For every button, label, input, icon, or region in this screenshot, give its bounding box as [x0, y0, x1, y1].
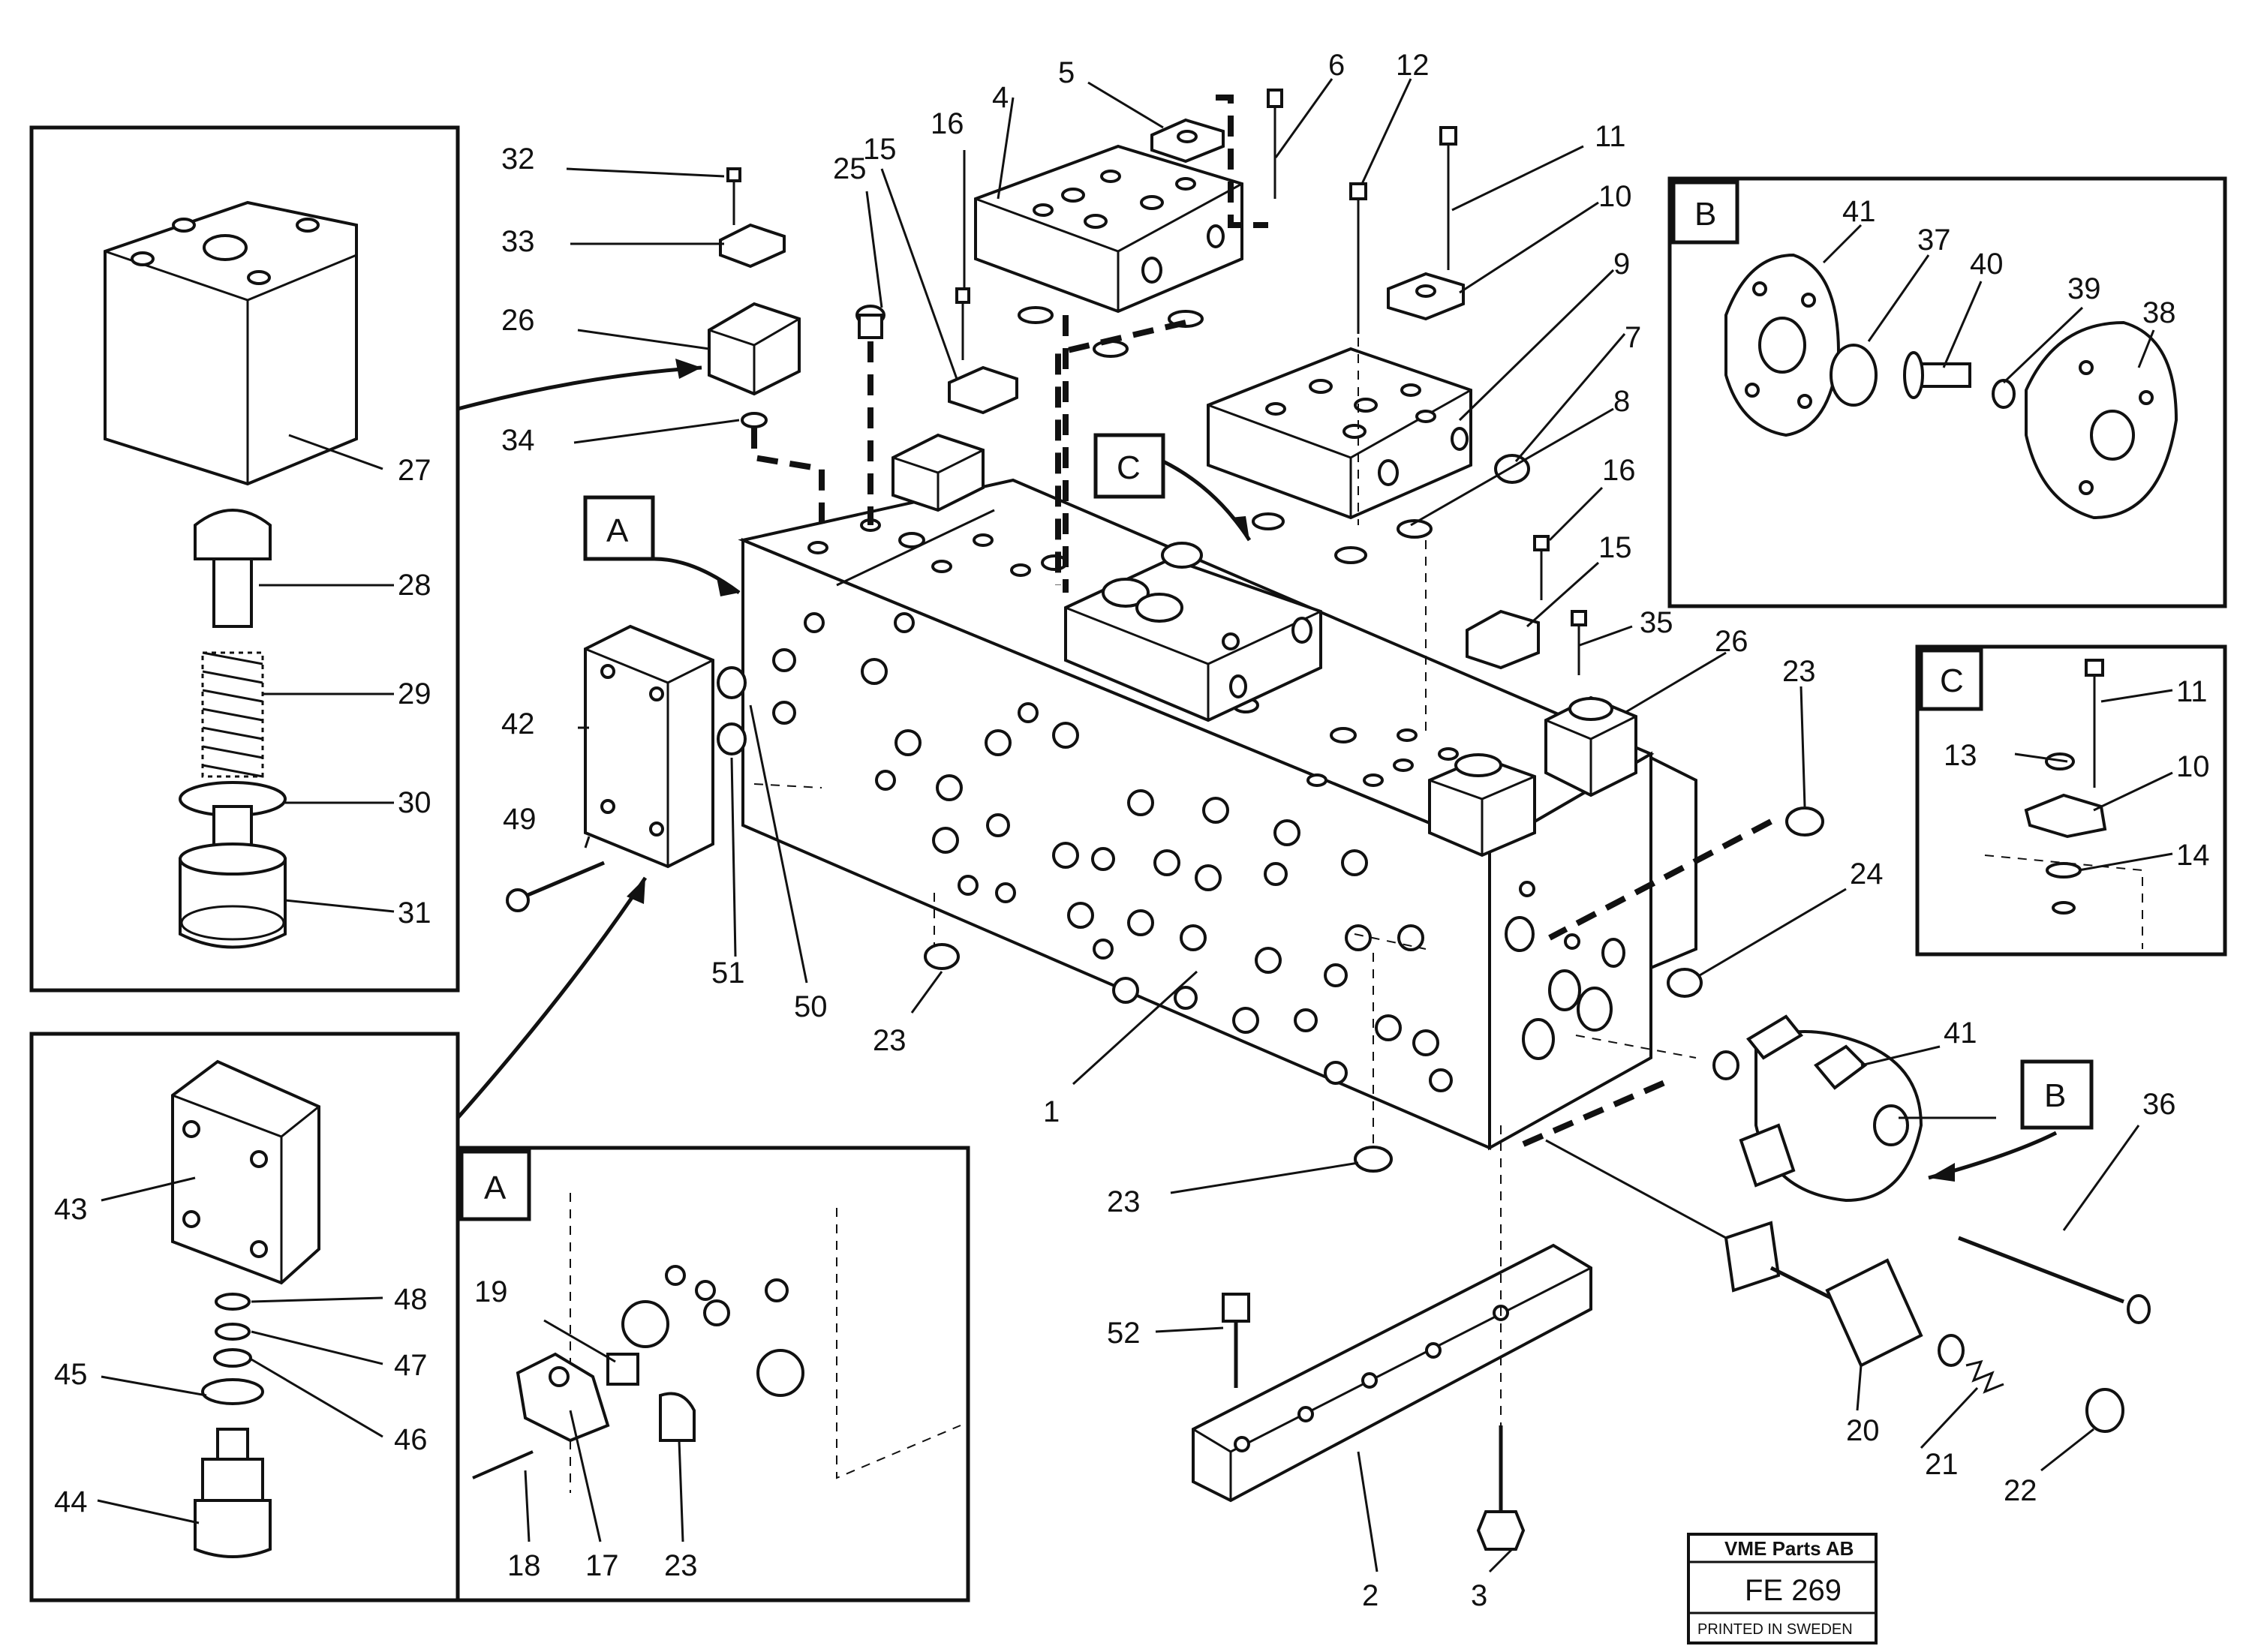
label-42: 42: [501, 707, 535, 740]
label-15-top: 15: [863, 133, 897, 166]
mounted-valves: [891, 433, 1637, 858]
inset-panel-relief-valve: 43 48 47 45 46 44: [29, 1032, 460, 1602]
label-22: 22: [2004, 1474, 2037, 1507]
panel-a-letter: A: [484, 1170, 507, 1206]
label-44: 44: [54, 1485, 88, 1518]
label-10: 10: [1598, 180, 1632, 213]
label-34: 34: [501, 424, 535, 457]
label-32: 32: [501, 143, 535, 176]
title-company: VME Parts AB: [1724, 1537, 1854, 1560]
label-23-right: 23: [1782, 655, 1816, 688]
label-50: 50: [794, 990, 828, 1023]
label-3: 3: [1471, 1579, 1487, 1612]
callout-c-letter: C: [1117, 449, 1141, 486]
label-19: 19: [474, 1275, 508, 1308]
panel-b-letter: B: [1694, 196, 1716, 233]
label-26-right: 26: [1715, 625, 1748, 658]
label-16-top: 16: [931, 107, 964, 140]
label-23-detail-a: 23: [664, 1549, 698, 1582]
label-39: 39: [2067, 272, 2101, 305]
inset-panel-detail-c: C 11 13 10 14: [1915, 644, 2227, 957]
label-43: 43: [54, 1193, 88, 1226]
label-15-right: 15: [1598, 531, 1632, 564]
title-printed: PRINTED IN SWEDEN: [1697, 1621, 1853, 1638]
inset-panel-detail-a: A 19 18 17 23: [456, 1146, 970, 1602]
label-20: 20: [1846, 1414, 1880, 1447]
label-14: 14: [2176, 839, 2210, 872]
label-46: 46: [394, 1423, 428, 1456]
label-27: 27: [398, 454, 431, 487]
label-6: 6: [1328, 49, 1345, 82]
leader-lines: [566, 78, 2140, 1573]
label-13: 13: [1944, 739, 1977, 772]
label-17: 17: [585, 1549, 619, 1582]
label-30: 30: [398, 786, 431, 819]
label-1: 1: [1043, 1095, 1060, 1128]
label-10-detail-c: 10: [2176, 750, 2210, 783]
label-9: 9: [1613, 248, 1630, 281]
label-48: 48: [394, 1283, 428, 1316]
label-26-left: 26: [501, 304, 535, 337]
part-number-labels: 4 5 6 12 11 10 9 7 8 16 15 35 26 23 24 4…: [501, 49, 2176, 1612]
label-5: 5: [1058, 56, 1075, 89]
label-16-right: 16: [1602, 454, 1636, 487]
label-37: 37: [1917, 224, 1951, 257]
label-2: 2: [1362, 1579, 1379, 1612]
label-41-main: 41: [1944, 1017, 1977, 1050]
title-block: VME Parts AB FE 269 PRINTED IN SWEDEN: [1687, 1533, 1878, 1644]
main-manifold-block: [738, 478, 1697, 1151]
label-33: 33: [501, 225, 535, 258]
title-drawing-number: FE 269: [1745, 1574, 1842, 1607]
label-7: 7: [1625, 321, 1641, 354]
label-23-bottom: 23: [1107, 1185, 1141, 1218]
label-8: 8: [1613, 385, 1630, 418]
label-31: 31: [398, 897, 431, 930]
label-23-left: 23: [873, 1024, 907, 1057]
label-51: 51: [711, 957, 745, 990]
label-12: 12: [1396, 49, 1430, 82]
panel-c-letter: C: [1940, 662, 1964, 699]
exploded-parts: [506, 89, 2151, 1551]
label-24: 24: [1850, 858, 1884, 891]
label-4: 4: [992, 81, 1009, 114]
label-28: 28: [398, 569, 431, 602]
callout-a-letter: A: [606, 512, 629, 549]
label-35: 35: [1640, 606, 1673, 639]
label-11: 11: [1595, 120, 1626, 153]
label-21: 21: [1925, 1448, 1959, 1481]
label-38: 38: [2142, 296, 2176, 329]
label-49: 49: [503, 803, 537, 836]
label-36: 36: [2142, 1088, 2176, 1121]
label-52: 52: [1107, 1317, 1141, 1350]
inset-panel-cartridge: 27 28 29 30 31: [29, 125, 460, 993]
label-41-detail-b: 41: [1842, 195, 1876, 228]
label-45: 45: [54, 1358, 88, 1391]
label-40: 40: [1970, 248, 2004, 281]
label-18: 18: [507, 1549, 541, 1582]
callout-b-letter: B: [2044, 1077, 2066, 1114]
label-25: 25: [833, 152, 867, 185]
label-11-detail-c: 11: [2176, 675, 2208, 708]
inset-arrows: [456, 359, 2058, 1182]
callout-boxes: A C B: [583, 433, 2094, 1130]
assembly-dashed-lines: [751, 95, 1772, 1425]
inset-panel-detail-b: B 41 37 40 39 38: [1667, 176, 2227, 608]
label-47: 47: [394, 1349, 428, 1382]
label-29: 29: [398, 677, 431, 710]
